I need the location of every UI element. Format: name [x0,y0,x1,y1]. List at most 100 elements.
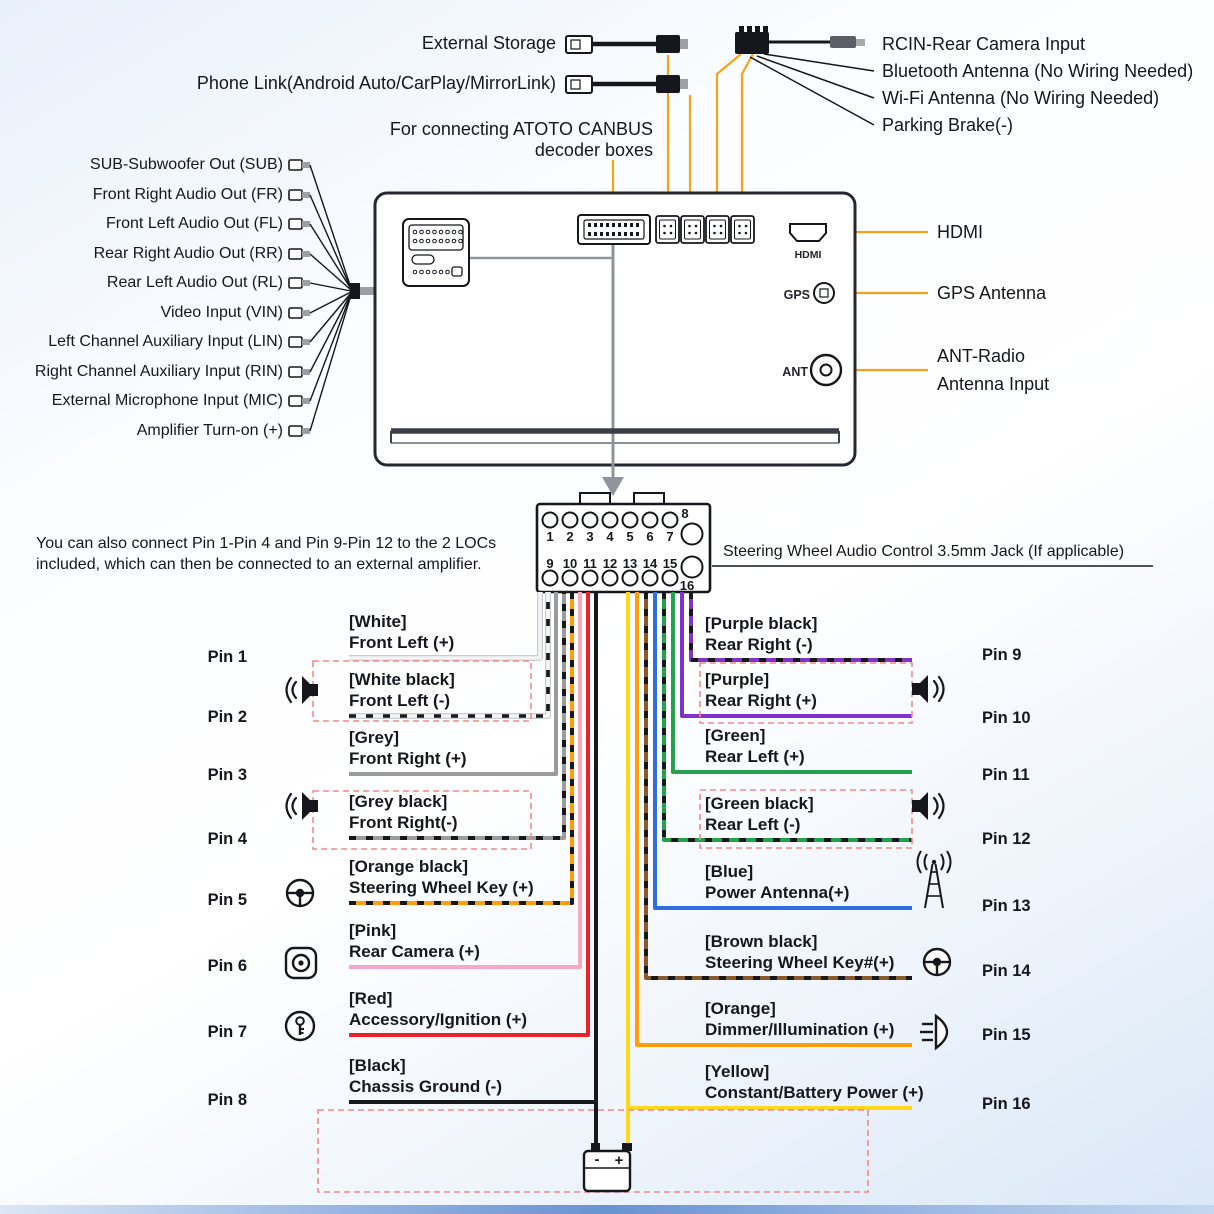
hdmi-port-label: HDMI [794,249,822,261]
wire-pin14-brown-black [644,592,912,980]
rca-jack-icon [288,366,311,378]
usb-cable-phone-link [565,75,688,94]
wire-pin12-green-black [662,592,912,842]
wire-color-tag: [Purple black] [705,614,818,633]
rca-jack-icon [288,336,311,348]
steering-wheel-icon [922,947,952,977]
wire-color-tag: [Blue] [705,862,754,881]
rca-fan [288,159,377,437]
pin-number: 15 [663,556,677,571]
dashed-box-battery [317,1109,869,1193]
battery-plus-sign: + [615,1152,624,1169]
hdmi-port [789,223,827,242]
pin15-wire-label: [Orange] Dimmer/Illumination (+) [705,998,894,1040]
rca-jack-icon [288,159,311,171]
wifi-antenna-label: Wi-Fi Antenna (No Wiring Needed) [882,88,1160,108]
rca-label-rr: Rear Right Audio Out (RR) [93,245,283,262]
wire-function: Rear Right (-) [705,635,813,654]
ant-radio-label-line1: ANT-Radio [937,346,1026,366]
wire-color-tag: [Green] [705,726,766,745]
wire-function: Chassis Ground (-) [349,1077,503,1096]
pin16-wire-label: [Yellow] Constant/Battery Power (+) [705,1061,924,1103]
wire-pin13-blue [653,592,912,910]
pin-number: 6 [646,529,653,544]
rca-label-fr: Front Right Audio Out (FR) [92,186,283,203]
rca-label-rl: Rear Left Audio Out (RL) [106,274,283,291]
usb-port-connector [655,215,680,244]
wire-function: Rear Left (-) [705,815,801,834]
rca-jack-icon [288,425,311,437]
wire-color-tag: [Pink] [349,921,397,940]
rcin-leader-line-2 [740,53,754,216]
usb-plug-icon [656,75,680,93]
rca-label-vin: Video Input (VIN) [160,304,283,321]
pin4-label: Pin 4 [207,830,247,848]
wire-pin3-grey [349,592,558,776]
usb-cable-external-storage [565,35,688,54]
wire-pin5-orange-black [349,592,574,905]
pin10-wire-label: [Purple] Rear Right (+) [705,669,817,711]
pin7-wire-label: [Red] Accessory/Ignition (+) [349,988,527,1030]
pin1-label: Pin 1 [207,648,247,666]
wire-color-tag: [Purple] [705,670,770,689]
pin-number: 9 [546,556,553,571]
rca-jack-icon [288,189,311,201]
canbus-connector [577,214,651,245]
wire-pin9-purple-black [689,592,912,662]
pin5-wire-label: [Orange black] Steering Wheel Key (+) [349,856,534,898]
pin8-wire-label: [Black] Chassis Ground (-) [349,1055,502,1097]
rca-label-rin: Right Channel Auxiliary Input (RIN) [34,363,283,380]
rca-label-sub: SUB-Subwoofer Out (SUB) [90,156,283,173]
wire-color-tag: [Brown black] [705,932,818,951]
pin9-label: Pin 9 [982,646,1022,664]
gps-port [813,282,835,304]
loc-note-line2: included, which can then be connected to… [36,556,482,573]
arrow-down-icon [602,477,624,496]
pin16-label: Pin 16 [982,1095,1031,1113]
wire-color-tag: [Black] [349,1056,406,1075]
steering-wheel-icon [285,878,315,908]
wire-color-tag: [Grey] [349,728,400,747]
wire-function: Rear Left (+) [705,747,805,766]
usb-port-connector [680,215,705,244]
pin2-label: Pin 2 [207,708,247,726]
wire-pin4-grey-black [349,592,566,840]
rca-label-lin: Left Channel Auxiliary Input (LIN) [48,333,283,350]
speaker-icon [910,673,945,705]
rca-jack-icon [288,277,311,289]
pin-number: 5 [626,529,633,544]
ignition-key-icon [284,1010,316,1042]
usb-plug-icon [656,35,680,53]
iso-connector: 1 2 3 4 5 6 7 8 9 10 11 12 13 14 15 16 [535,492,1153,594]
wire-function: Steering Wheel Key (+) [349,878,534,897]
wire-harness [349,592,912,1145]
pin15-label: Pin 15 [982,1026,1031,1044]
power-harness-socket [402,218,470,287]
bluetooth-antenna-label: Bluetooth Antenna (No Wiring Needed) [882,61,1194,81]
pin-number: 14 [643,556,658,571]
wire-pin10-purple [680,592,912,718]
pin3-wire-label: [Grey] Front Right (+) [349,727,467,769]
rca-label-mic: External Microphone Input (MIC) [51,392,283,409]
rca-label-fl: Front Left Audio Out (FL) [106,215,283,232]
pin14-wire-label: [Brown black] Steering Wheel Key#(+) [705,931,894,973]
bluetooth-fan-line [763,53,875,72]
canbus-label-line1: For connecting ATOTO CANBUS [389,119,653,139]
pin6-label: Pin 6 [207,957,247,975]
pin-number: 2 [566,529,573,544]
pin-number: 13 [623,556,637,571]
gps-antenna-label: GPS Antenna [937,283,1047,303]
pin12-label: Pin 12 [982,830,1031,848]
wire-function: Constant/Battery Power (+) [705,1083,924,1102]
wire-color-tag: [Orange black] [349,857,469,876]
phone-link-label: Phone Link(Android Auto/CarPlay/MirrorLi… [196,73,556,93]
pin-number: 4 [606,529,614,544]
pin-number: 3 [586,529,593,544]
rca-jack-icon [288,307,311,319]
wire-function: Front Left (-) [349,691,451,710]
gps-port-label: GPS [783,288,810,302]
wire-color-tag: [Yellow] [705,1062,770,1081]
wire-function: Accessory/Ignition (+) [349,1010,528,1029]
pin2-wire-label: [White black] Front Left (-) [349,669,455,711]
